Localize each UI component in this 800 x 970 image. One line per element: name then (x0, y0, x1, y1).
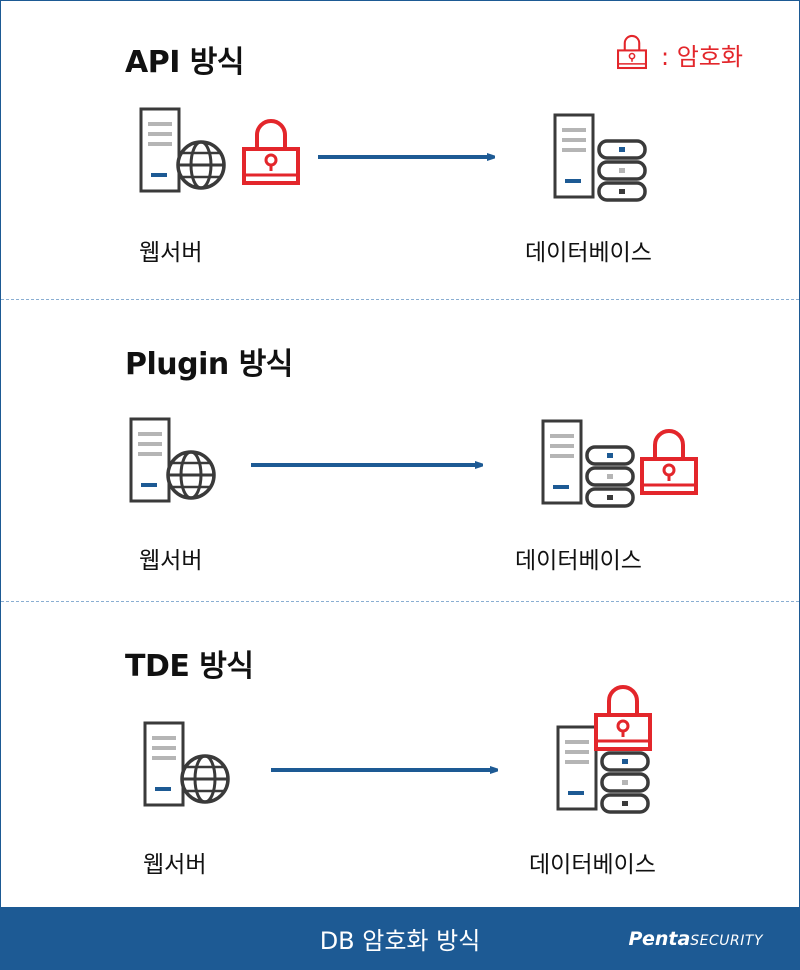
arrow-icon (271, 762, 504, 778)
lock-icon (594, 685, 652, 751)
section-title: Plugin 방식 (125, 347, 293, 382)
web-server-icon (143, 721, 233, 821)
database-server-icon (553, 113, 649, 207)
section-api: API 방식 웹서버 데이터베이스 (1, 1, 799, 299)
database-label: 데이터베이스 (529, 852, 656, 878)
web-server-icon (139, 107, 229, 207)
section-plugin: Plugin 방식 웹서버 데이터베이스 (1, 299, 799, 601)
section-divider (1, 601, 799, 602)
lock-icon (242, 119, 300, 185)
database-label: 데이터베이스 (515, 548, 642, 574)
web-server-label: 웹서버 (139, 240, 203, 266)
legend-label: : 암호화 (661, 43, 743, 71)
lock-icon (640, 429, 698, 495)
section-title: API 방식 (125, 45, 245, 80)
section-tde: TDE 방식 웹서버 데이터베이스 (1, 601, 799, 907)
arrow-icon (251, 457, 489, 473)
arrow-icon (318, 149, 501, 165)
footer-caption: DB 암호화 방식 (319, 927, 481, 955)
brand-name: Penta (628, 928, 691, 950)
brand-tagline: SECURITY (690, 933, 763, 949)
section-divider (1, 299, 799, 300)
footer-bar: DB 암호화 방식 PentaSECURITY (1, 907, 799, 969)
section-title: TDE 방식 (125, 649, 254, 684)
brand-logo: PentaSECURITY (629, 929, 763, 951)
web-server-label: 웹서버 (139, 548, 203, 574)
web-server-label: 웹서버 (143, 852, 207, 878)
web-server-icon (129, 417, 219, 517)
database-server-icon (541, 419, 637, 513)
database-label: 데이터베이스 (525, 240, 652, 266)
